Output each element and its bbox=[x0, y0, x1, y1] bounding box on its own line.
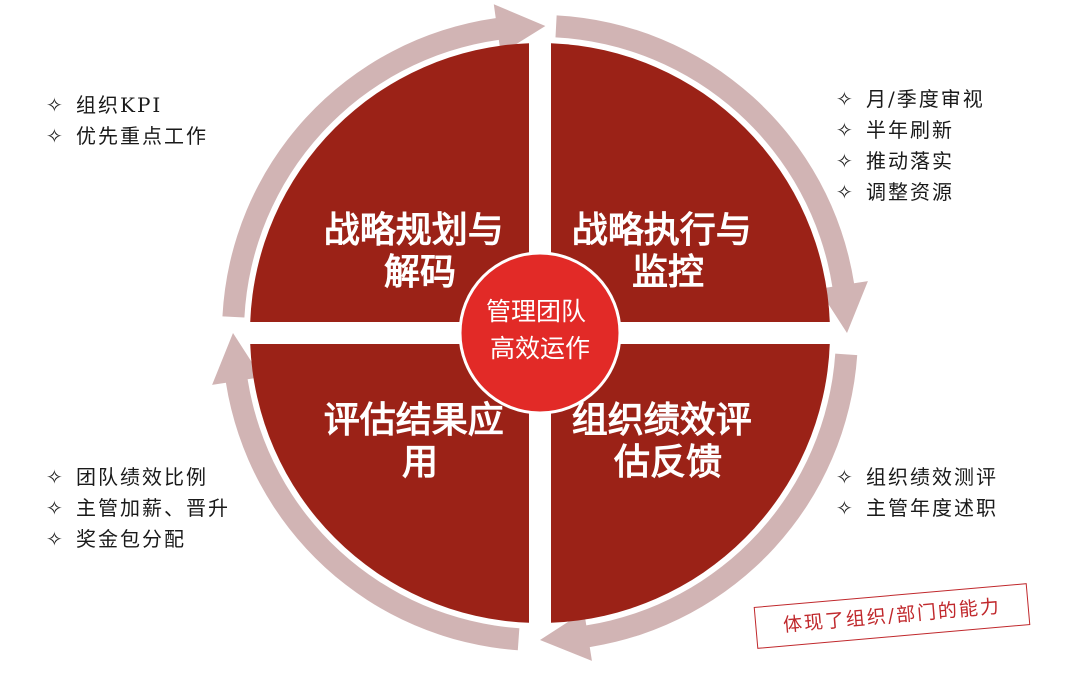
bullet-text: 推动落实 bbox=[866, 149, 954, 173]
cycle-ring-arrows bbox=[212, 4, 868, 661]
quadrant-br-label: 组织绩效评 估反馈 bbox=[572, 400, 765, 483]
bullet-text: 组织KPI bbox=[76, 93, 163, 117]
bullet-item: ✧ 月/季度审视 bbox=[836, 84, 985, 115]
bullet-item: ✧ 团队绩效比例 bbox=[46, 462, 230, 493]
quadrant-strategy-execution bbox=[551, 43, 830, 323]
diamond-star-icon: ✧ bbox=[46, 496, 65, 520]
bullet-text: 月/季度审视 bbox=[866, 87, 985, 111]
quadrant-strategy-planning bbox=[250, 43, 530, 323]
bullet-text: 团队绩效比例 bbox=[76, 465, 208, 489]
center-label: 管理团队 高效运作 bbox=[486, 297, 594, 363]
list-top-right: ✧ 月/季度审视 ✧ 半年刷新 ✧ 推动落实 ✧ 调整资源 bbox=[836, 84, 985, 208]
list-bottom-right: ✧ 组织绩效测评 ✧ 主管年度述职 bbox=[836, 462, 998, 524]
bullet-text: 主管加薪、晋升 bbox=[76, 496, 230, 520]
center-circle bbox=[458, 251, 622, 415]
ring-arrow-top-left bbox=[222, 4, 546, 318]
bullet-item: ✧ 组织绩效测评 bbox=[836, 462, 998, 493]
diamond-star-icon: ✧ bbox=[836, 180, 855, 204]
bullet-item: ✧ 半年刷新 bbox=[836, 115, 985, 146]
quadrant-tr-label: 战略执行与 监控 bbox=[572, 210, 765, 293]
diamond-star-icon: ✧ bbox=[836, 465, 855, 489]
bullet-item: ✧ 优先重点工作 bbox=[46, 121, 208, 152]
bullet-item: ✧ 组织KPI bbox=[46, 90, 208, 121]
quadrant-result-application bbox=[250, 344, 530, 623]
ring-arrow-bottom-left bbox=[212, 333, 520, 651]
diamond-star-icon: ✧ bbox=[836, 87, 855, 111]
bullet-item: ✧ 调整资源 bbox=[836, 177, 985, 208]
quadrant-bl-label: 评估结果应 用 bbox=[324, 400, 517, 483]
list-top-left: ✧ 组织KPI ✧ 优先重点工作 bbox=[46, 90, 208, 152]
bullet-text: 调整资源 bbox=[866, 180, 954, 204]
bullet-text: 半年刷新 bbox=[866, 118, 954, 142]
bullet-text: 奖金包分配 bbox=[76, 527, 186, 551]
diamond-star-icon: ✧ bbox=[46, 527, 65, 551]
diamond-star-icon: ✧ bbox=[836, 118, 855, 142]
quadrant-org-performance-review bbox=[551, 344, 830, 623]
diamond-star-icon: ✧ bbox=[836, 149, 855, 173]
diamond-star-icon: ✧ bbox=[46, 124, 65, 148]
bullet-item: ✧ 主管年度述职 bbox=[836, 493, 998, 524]
bullet-item: ✧ 奖金包分配 bbox=[46, 524, 230, 555]
diamond-star-icon: ✧ bbox=[836, 496, 855, 520]
ring-arrow-top-right bbox=[555, 15, 868, 333]
diamond-star-icon: ✧ bbox=[46, 465, 65, 489]
bullet-item: ✧ 主管加薪、晋升 bbox=[46, 493, 230, 524]
list-bottom-left: ✧ 团队绩效比例 ✧ 主管加薪、晋升 ✧ 奖金包分配 bbox=[46, 462, 230, 555]
quadrant-tl-label: 战略规划与 解码 bbox=[324, 210, 517, 293]
bullet-item: ✧ 推动落实 bbox=[836, 146, 985, 177]
ring-arrow-bottom-right bbox=[540, 353, 858, 661]
bullet-text: 优先重点工作 bbox=[76, 124, 208, 148]
bullet-text: 组织绩效测评 bbox=[866, 465, 998, 489]
diamond-star-icon: ✧ bbox=[46, 93, 65, 117]
bullet-text: 主管年度述职 bbox=[866, 496, 998, 520]
